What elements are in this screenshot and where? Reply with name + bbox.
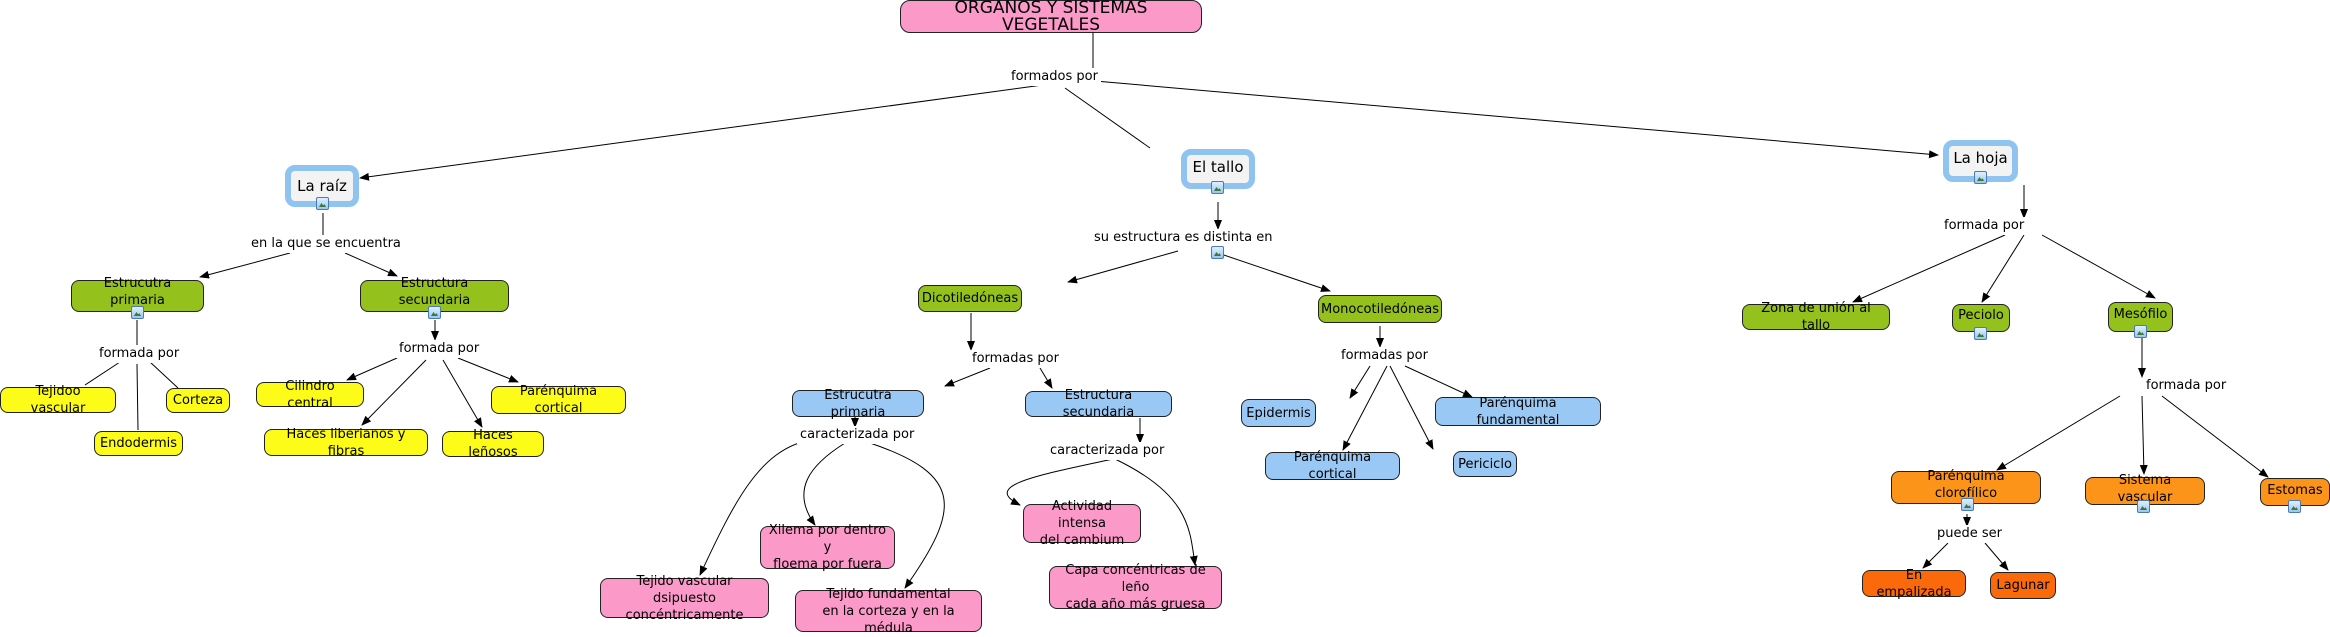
concept-tallo-estructura-secundaria[interactable]: Estructura secundaria bbox=[1025, 388, 1172, 420]
concept-corteza[interactable]: Corteza bbox=[166, 388, 230, 413]
concept-label: Parénquima fundamental bbox=[1476, 395, 1560, 428]
concept-en-empalizada[interactable]: En empalizada bbox=[1862, 568, 1966, 600]
concept-haces-lenosos[interactable]: Haces leñosos bbox=[442, 428, 544, 460]
concept-label: Lagunar bbox=[1996, 578, 2050, 593]
concept-label: Parénquima cortical bbox=[519, 384, 598, 416]
concept-tejido-vascular[interactable]: Tejidoo vascular bbox=[0, 384, 116, 416]
link-caracterizada-por: caracterizada por bbox=[1047, 442, 1168, 460]
concept-zona-union-tallo[interactable]: Zona de unión al tallo bbox=[1742, 301, 1890, 333]
link-puede-ser: puede ser bbox=[1934, 525, 2005, 543]
concept-label: Estructura secundaria bbox=[398, 276, 471, 308]
concept-label: Monocotiledóneas bbox=[1321, 301, 1439, 317]
concept-label: Estrucutra primaria bbox=[824, 387, 892, 420]
link-formadas-por: formadas por bbox=[969, 350, 1062, 368]
resource-image-icon[interactable] bbox=[1974, 327, 1987, 340]
link-formada-por: formada por bbox=[2143, 377, 2230, 395]
concept-sistema-vascular[interactable]: Sistema vascular bbox=[2085, 473, 2205, 505]
concept-lagunar[interactable]: Lagunar bbox=[1990, 572, 2056, 599]
concept-label: Dicotiledóneas bbox=[921, 291, 1019, 306]
concept-parenquima-cortical-raiz[interactable]: Parénquima cortical bbox=[491, 384, 626, 416]
concept-label: Xilema por dentro y floema por fuera bbox=[768, 523, 887, 572]
concept-label: Actividad intensa del cambium bbox=[1039, 499, 1125, 548]
concept-label: Endodermis bbox=[99, 436, 178, 451]
resource-image-icon[interactable] bbox=[1961, 498, 1974, 511]
link-su-estructura-es-distinta-en: su estructura es distinta en bbox=[1091, 229, 1276, 247]
concept-xilema-floema[interactable]: Xilema por dentro y floema por fuera bbox=[760, 523, 895, 572]
concept-label: Tejido fundamental en la corteza y en la… bbox=[822, 586, 955, 636]
link-formada-por: formada por bbox=[396, 340, 483, 358]
concept-label: Peciolo bbox=[1958, 307, 2004, 323]
concept-tejido-fundamental[interactable]: Tejido fundamental en la corteza y en la… bbox=[795, 587, 982, 636]
concept-label: Haces leñosos bbox=[468, 428, 518, 460]
concept-endodermis[interactable]: Endodermis bbox=[94, 431, 183, 456]
concept-tejido-vascular-concentrico[interactable]: Tejido vascular dsipuesto concéntricamen… bbox=[600, 574, 769, 623]
concept-label: Periciclo bbox=[1458, 456, 1512, 472]
concept-label: Estrucutra primaria bbox=[103, 276, 172, 308]
resource-image-icon[interactable] bbox=[1211, 181, 1224, 194]
link-formada-por: formada por bbox=[1941, 217, 2028, 235]
concept-capas-concentricas[interactable]: Capa concéntricas de leño cada año más g… bbox=[1049, 563, 1222, 612]
concept-parenquima-cortical-tallo[interactable]: Parénquima cortical bbox=[1265, 450, 1400, 482]
main-concept-label: ÓRGANOS Y SISTEMAS VEGETALES bbox=[954, 0, 1148, 35]
concept-monocotiledoneas[interactable]: Monocotiledóneas bbox=[1318, 295, 1442, 323]
concept-label: Cilindro central bbox=[285, 378, 335, 411]
resource-image-icon[interactable] bbox=[1974, 171, 1987, 184]
concept-dicotiledoneas[interactable]: Dicotiledóneas bbox=[918, 285, 1022, 312]
concept-la-hoja-label: La hoja bbox=[1953, 148, 2008, 167]
link-en-la-que-se-encuentra: en la que se encuentra bbox=[248, 235, 404, 253]
concept-epidermis[interactable]: Epidermis bbox=[1241, 399, 1316, 427]
concept-label: Estomas bbox=[2267, 482, 2323, 498]
concept-label: Estructura secundaria bbox=[1062, 388, 1135, 420]
link-formada-por: formada por bbox=[96, 345, 183, 363]
link-formados-por: formados por bbox=[1008, 68, 1101, 86]
concept-periciclo[interactable]: Periciclo bbox=[1453, 451, 1517, 477]
concept-actividad-cambium[interactable]: Actividad intensa del cambium bbox=[1023, 499, 1141, 548]
concept-label: Capa concéntricas de leño cada año más g… bbox=[1065, 563, 1206, 612]
resource-image-icon[interactable] bbox=[2134, 325, 2147, 338]
concept-la-raiz-label: La raíz bbox=[297, 176, 347, 195]
link-caracterizada-por: caracterizada por bbox=[797, 426, 918, 444]
resource-image-icon[interactable] bbox=[428, 306, 441, 319]
link-formadas-por: formadas por bbox=[1338, 347, 1431, 365]
resource-image-icon[interactable] bbox=[2288, 500, 2301, 513]
concept-label: Parénquima cortical bbox=[1293, 450, 1372, 482]
concept-label: Mesófilo bbox=[2113, 306, 2168, 322]
concept-label: Zona de unión al tallo bbox=[1761, 301, 1871, 333]
concept-haces-liberianos[interactable]: Haces liberianos y fibras bbox=[264, 427, 428, 459]
resource-image-icon[interactable] bbox=[131, 306, 144, 319]
concept-label: Haces liberianos y fibras bbox=[286, 426, 406, 459]
concept-parenquima-fundamental[interactable]: Parénquima fundamental bbox=[1435, 395, 1601, 428]
concept-label: Parénquima clorofílico bbox=[1927, 468, 2005, 501]
concept-peciolo[interactable]: Peciolo bbox=[1952, 304, 2010, 332]
resource-image-icon[interactable] bbox=[316, 197, 329, 210]
concept-label: Tejido vascular dsipuesto concéntricamen… bbox=[625, 573, 744, 623]
resource-image-icon[interactable] bbox=[1211, 246, 1224, 259]
concept-parenquima-clorofilico[interactable]: Parénquima clorofílico bbox=[1891, 468, 2041, 504]
concept-label: Tejidoo vascular bbox=[30, 384, 86, 416]
concept-tallo-estructura-primaria[interactable]: Estrucutra primaria bbox=[792, 388, 924, 420]
concept-label: Corteza bbox=[172, 393, 224, 408]
concept-label: En empalizada bbox=[1876, 567, 1952, 600]
concept-label: Epidermis bbox=[1246, 405, 1311, 421]
main-concept[interactable]: ÓRGANOS Y SISTEMAS VEGETALES bbox=[900, 0, 1202, 33]
concept-cilindro-central[interactable]: Cilindro central bbox=[256, 379, 364, 411]
resource-image-icon[interactable] bbox=[2137, 500, 2150, 513]
concept-el-tallo-label: El tallo bbox=[1192, 157, 1244, 176]
concept-label: Sistema vascular bbox=[2117, 473, 2173, 505]
